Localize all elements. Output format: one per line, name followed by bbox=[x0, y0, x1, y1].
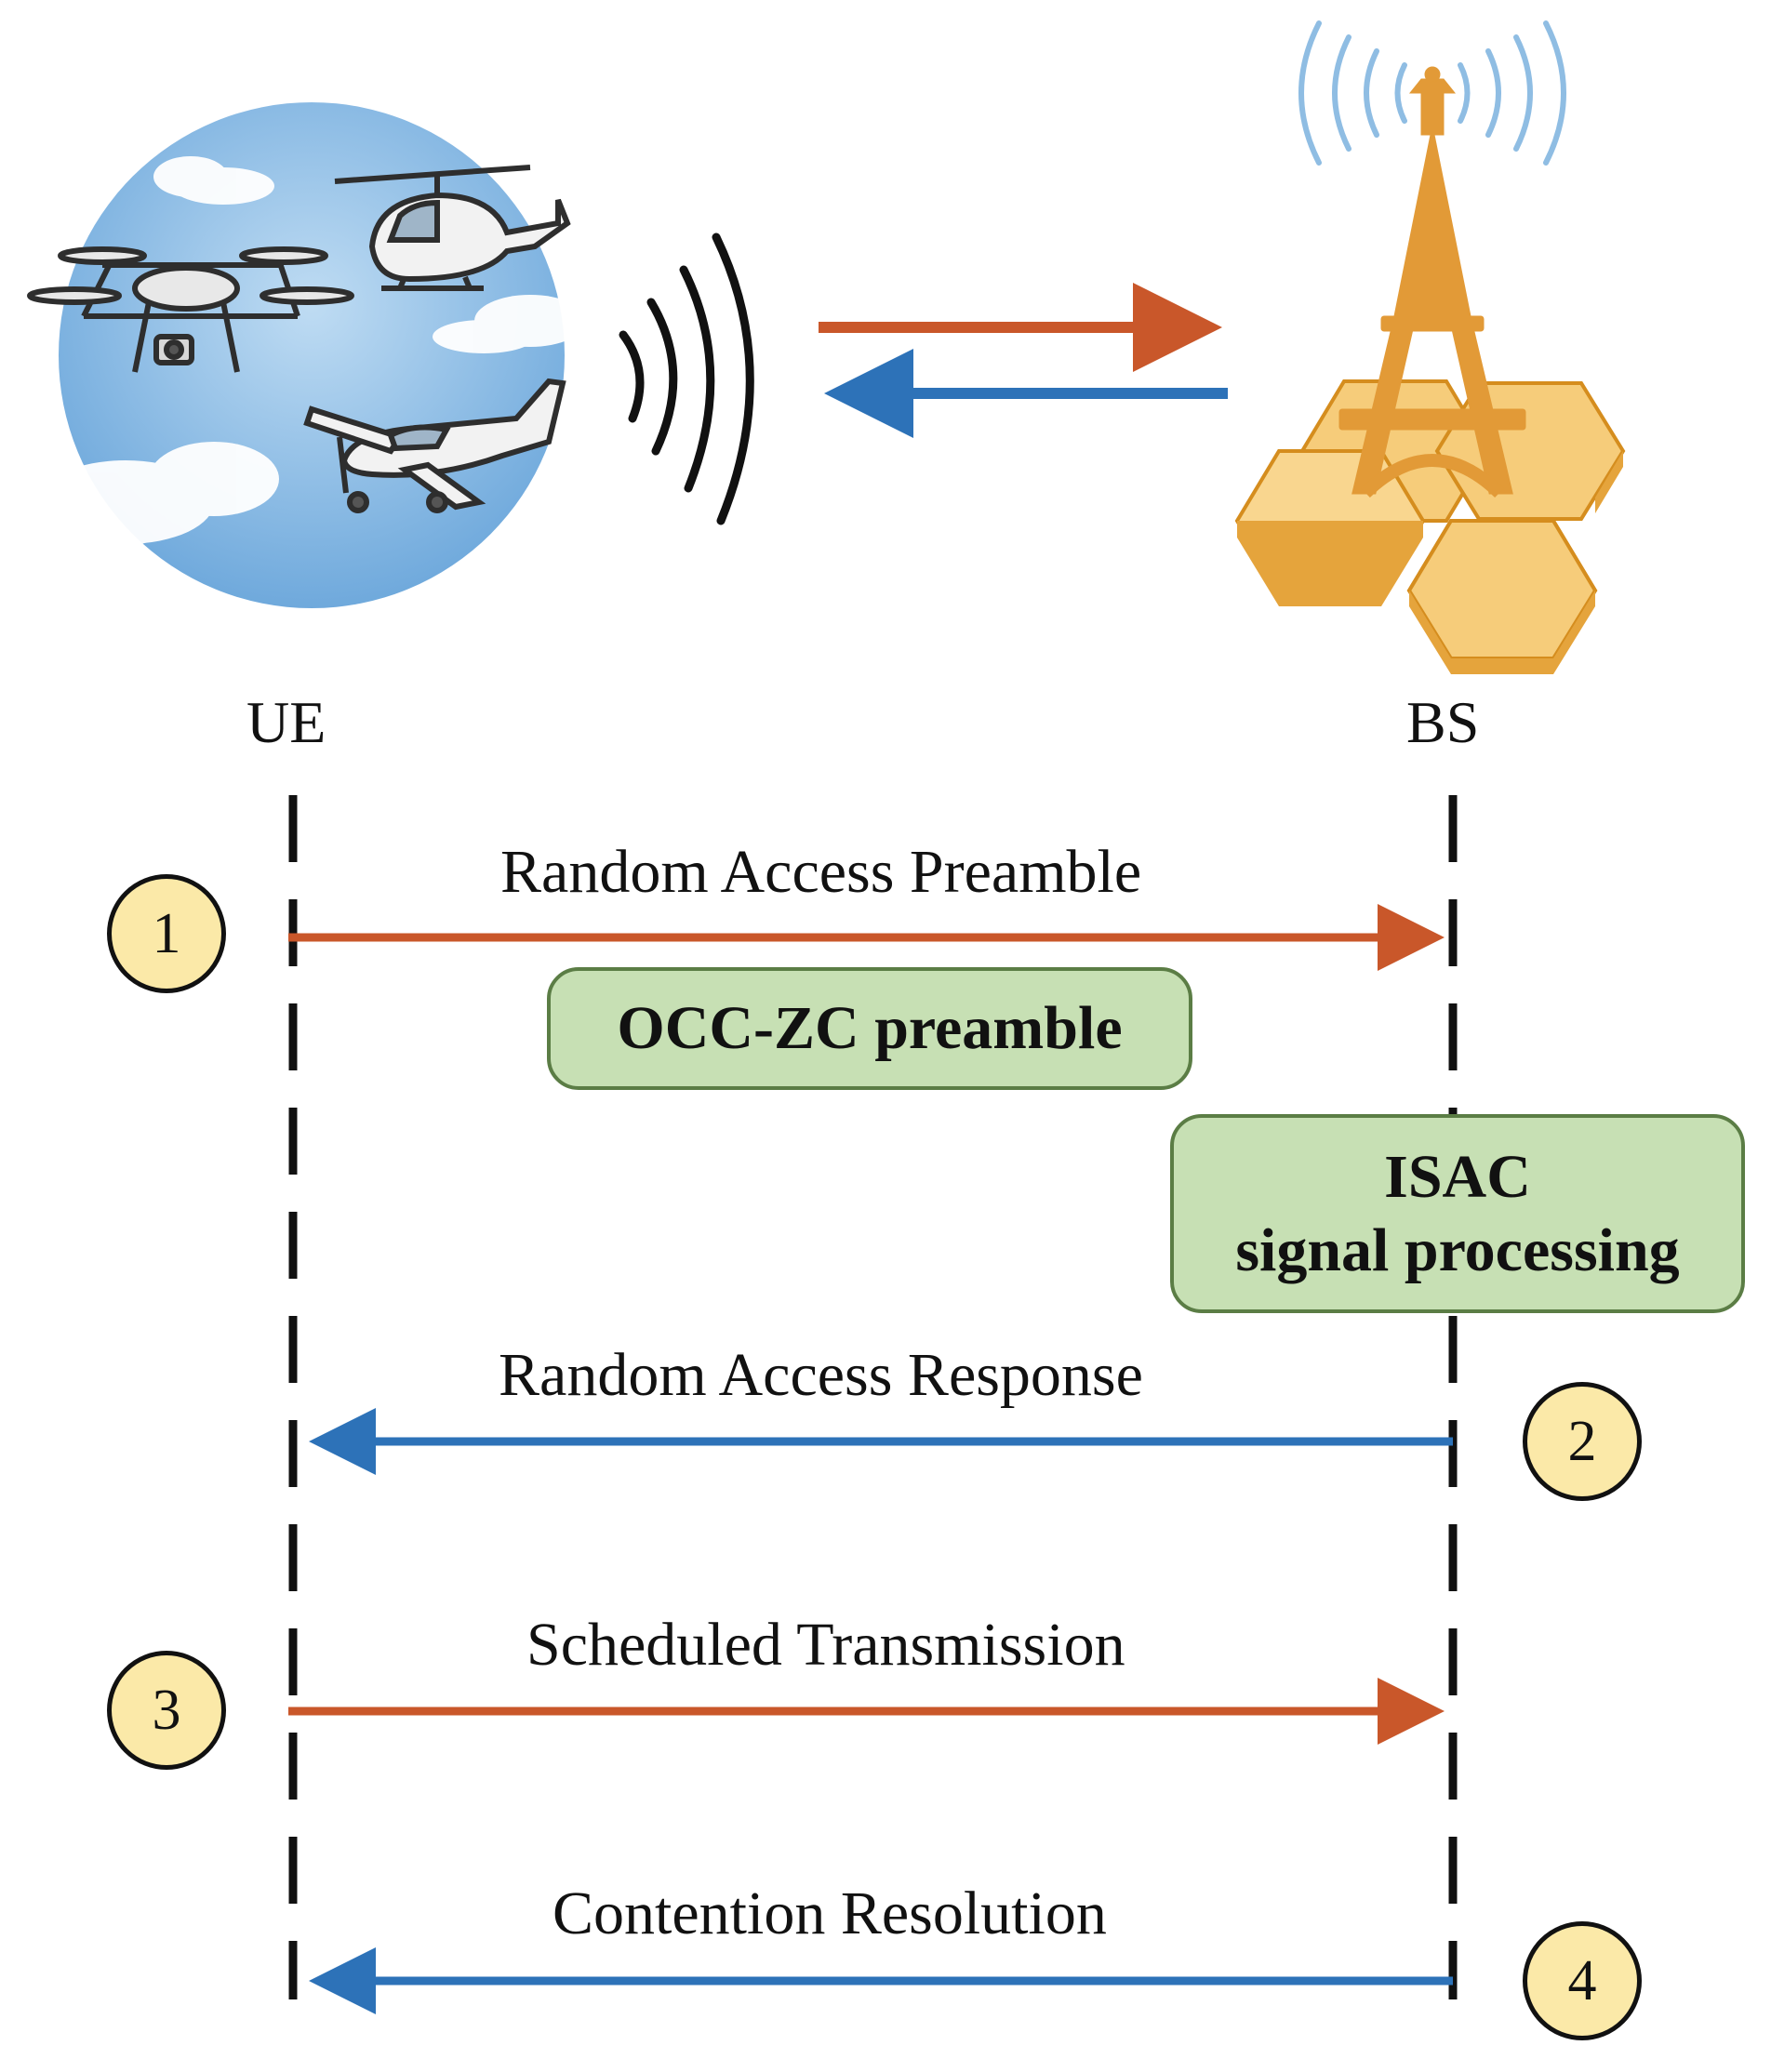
message-label-2: Random Access Response bbox=[499, 1341, 1143, 1409]
cloud-icon bbox=[37, 156, 586, 549]
isac-processing-box: ISAC signal processing bbox=[1170, 1114, 1745, 1313]
message-label-4: Contention Resolution bbox=[553, 1879, 1107, 1947]
isac-title: ISAC bbox=[1384, 1142, 1531, 1211]
step-1-badge: 1 bbox=[107, 874, 226, 993]
helicopter-icon bbox=[334, 165, 571, 291]
step-4-badge: 4 bbox=[1523, 1921, 1642, 2040]
ue-label: UE bbox=[246, 689, 326, 755]
wireless-signal-icon bbox=[619, 232, 754, 525]
message-label-3: Scheduled Transmission bbox=[526, 1611, 1125, 1679]
sky-scene bbox=[27, 102, 586, 608]
isac-subtitle: signal processing bbox=[1235, 1216, 1680, 1284]
occ-zc-preamble-box: OCC-ZC preamble bbox=[547, 967, 1192, 1090]
tower-icon bbox=[1338, 66, 1526, 498]
step-2-badge: 2 bbox=[1523, 1382, 1642, 1501]
occ-zc-preamble-text: OCC-ZC preamble bbox=[617, 994, 1123, 1063]
bs-label: BS bbox=[1406, 689, 1480, 755]
broadcast-waves-icon bbox=[1298, 20, 1566, 166]
airplane-icon bbox=[303, 378, 566, 513]
message-label-1: Random Access Preamble bbox=[500, 838, 1142, 906]
drone-icon bbox=[27, 246, 354, 373]
step-3-badge: 3 bbox=[107, 1651, 226, 1770]
